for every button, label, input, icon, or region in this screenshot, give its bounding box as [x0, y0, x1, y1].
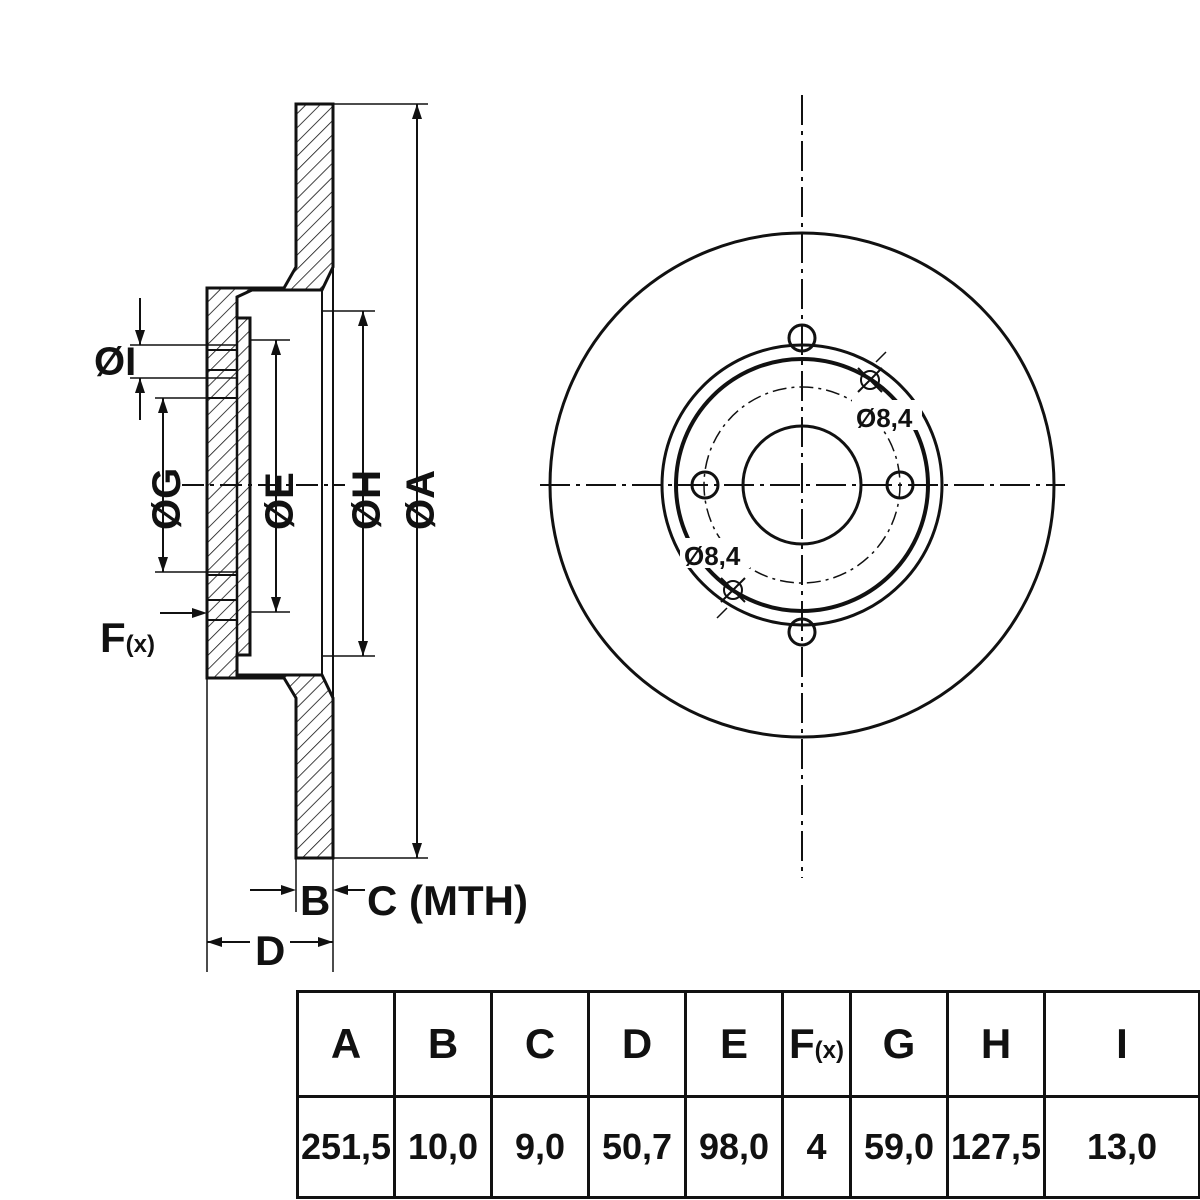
bolt-circle: [703, 386, 901, 584]
value-A: 251,5: [296, 1095, 396, 1199]
value-C: 9,0: [490, 1095, 590, 1199]
side-section-view: ØI ØG ØE ØH ØA F(x): [94, 102, 528, 974]
hat-outer-ring: [660, 343, 944, 627]
spec-header-row: A B C D E F(x) G H I: [296, 990, 1200, 1098]
header-G: G: [849, 990, 949, 1098]
value-G: 59,0: [849, 1095, 949, 1199]
header-H: H: [946, 990, 1046, 1098]
spec-value-row: 251,5 10,0 9,0 50,7 98,0 4 59,0 127,5 13…: [296, 1095, 1200, 1199]
label-dia-I: ØI: [94, 340, 136, 384]
bolt-hole: [885, 470, 915, 500]
label-F: F(x): [100, 614, 155, 661]
header-I: I: [1043, 990, 1200, 1098]
bolt-hole: [690, 470, 720, 500]
value-D: 50,7: [587, 1095, 687, 1199]
value-B: 10,0: [393, 1095, 493, 1199]
locating-hole-lower: [716, 577, 746, 619]
label-dia-A: ØA: [399, 470, 443, 530]
hole-label-lower: Ø8,4: [684, 541, 741, 571]
technical-drawing: ØI ØG ØE ØH ØA F(x): [94, 95, 1065, 974]
disc-section-hatch: [205, 102, 335, 860]
hat-inner-ring: [674, 357, 930, 613]
label-dia-G: ØG: [145, 468, 189, 530]
label-C-mth: C (MTH): [367, 877, 528, 924]
value-H: 127,5: [946, 1095, 1046, 1199]
bolt-hole: [787, 617, 817, 647]
value-I: 13,0: [1043, 1095, 1200, 1199]
header-D: D: [587, 990, 687, 1098]
bolt-hole: [787, 323, 817, 353]
label-D: D: [255, 927, 285, 974]
header-E: E: [684, 990, 784, 1098]
label-B: B: [300, 877, 330, 924]
spec-table: A B C D E F(x) G H I 251,5 10,0 9,0 50,7…: [296, 990, 1200, 1199]
disc-outer-edge: [548, 231, 1056, 739]
header-A: A: [296, 990, 396, 1098]
value-F: 4: [781, 1095, 852, 1199]
label-dia-E: ØE: [258, 472, 302, 530]
front-view: Ø8,4 Ø8,4: [540, 95, 1065, 878]
locating-hole-upper: [857, 351, 887, 393]
header-F: F(x): [781, 990, 852, 1098]
centre-bore: [741, 424, 863, 546]
value-E: 98,0: [684, 1095, 784, 1199]
label-dia-H: ØH: [345, 470, 389, 530]
header-C: C: [490, 990, 590, 1098]
hole-label-upper: Ø8,4: [856, 403, 913, 433]
header-B: B: [393, 990, 493, 1098]
